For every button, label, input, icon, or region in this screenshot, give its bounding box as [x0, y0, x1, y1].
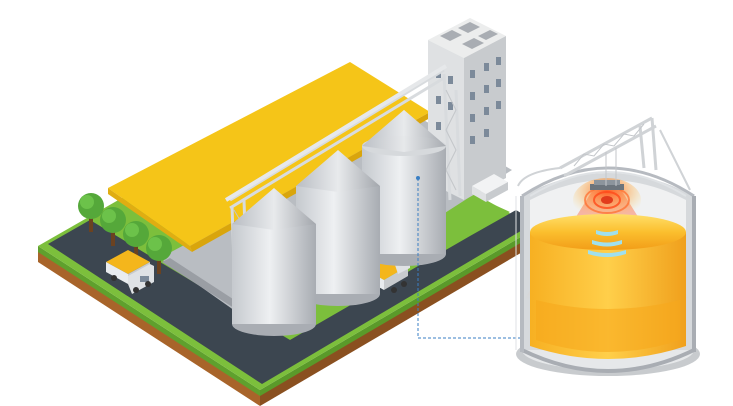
tree-icon: [123, 221, 149, 260]
connector-line: [417, 178, 540, 339]
radar-sensor-icon: [573, 178, 641, 222]
cutaway-roof-bracing: [573, 123, 645, 186]
cutaway-roof-truss: [559, 116, 658, 178]
connector-start-dot: [416, 176, 420, 180]
grain-silo-icon: [296, 150, 380, 306]
tree-icon: [78, 193, 104, 232]
grain-silo-icon: [232, 188, 316, 336]
tree-icon: [100, 207, 126, 246]
tree-icon: [146, 235, 172, 274]
truck-icon: [106, 250, 154, 294]
cutaway-top-rail: [517, 167, 561, 187]
cutaway-side-rail: [659, 129, 691, 191]
radar-wave: [588, 230, 626, 257]
tree-row: [78, 193, 172, 274]
conveyor-top-rail: [224, 64, 448, 202]
